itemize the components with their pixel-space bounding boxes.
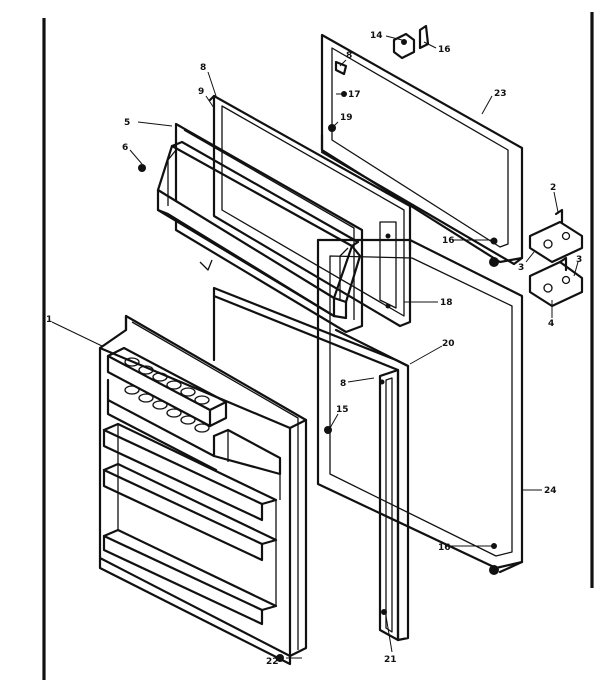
label-19: 19 [340, 113, 353, 123]
label-8-top: 8 [346, 51, 352, 61]
label-21: 21 [384, 655, 397, 665]
label-18: 18 [440, 298, 453, 308]
label-16-top: 16 [438, 45, 451, 55]
egg-tray [124, 357, 210, 433]
freezer-door-liner [208, 94, 412, 328]
label-24: 24 [544, 486, 557, 496]
label-16-mid: 16 [442, 236, 455, 246]
lower-hinge-bracket [528, 256, 584, 308]
label-9: 9 [198, 87, 204, 97]
label-8-liner: 8 [200, 63, 206, 73]
freezer-door-panel [320, 33, 524, 267]
fresh-food-door-panel [316, 238, 524, 575]
label-17: 17 [348, 90, 361, 100]
label-2: 2 [550, 183, 556, 193]
label-3-lower: 3 [576, 255, 582, 265]
label-15: 15 [336, 405, 349, 415]
fresh-food-door-liner [212, 286, 410, 642]
label-3-upper: 3 [518, 263, 524, 273]
freezer-screw [138, 164, 146, 172]
leader-lines [51, 35, 579, 659]
fresh-food-door-shelves [98, 314, 308, 666]
label-5: 5 [124, 118, 130, 128]
upper-hinge-bracket [528, 208, 584, 264]
label-6: 6 [122, 143, 128, 153]
label-4: 4 [548, 319, 554, 329]
freezer-door-shelf [156, 140, 362, 320]
label-8-fresh: 8 [340, 379, 346, 389]
bottom-screw [276, 654, 284, 662]
label-20: 20 [442, 339, 455, 349]
label-23: 23 [494, 89, 507, 99]
label-14: 14 [370, 31, 383, 41]
label-22: 22 [266, 657, 279, 667]
label-16-bottom: 16 [438, 543, 451, 553]
label-1: 1 [46, 315, 52, 325]
callout-labels: 14 16 8 17 19 23 8 9 5 6 16 18 2 3 3 4 1… [46, 31, 582, 667]
top-hinge-assembly [328, 24, 430, 132]
